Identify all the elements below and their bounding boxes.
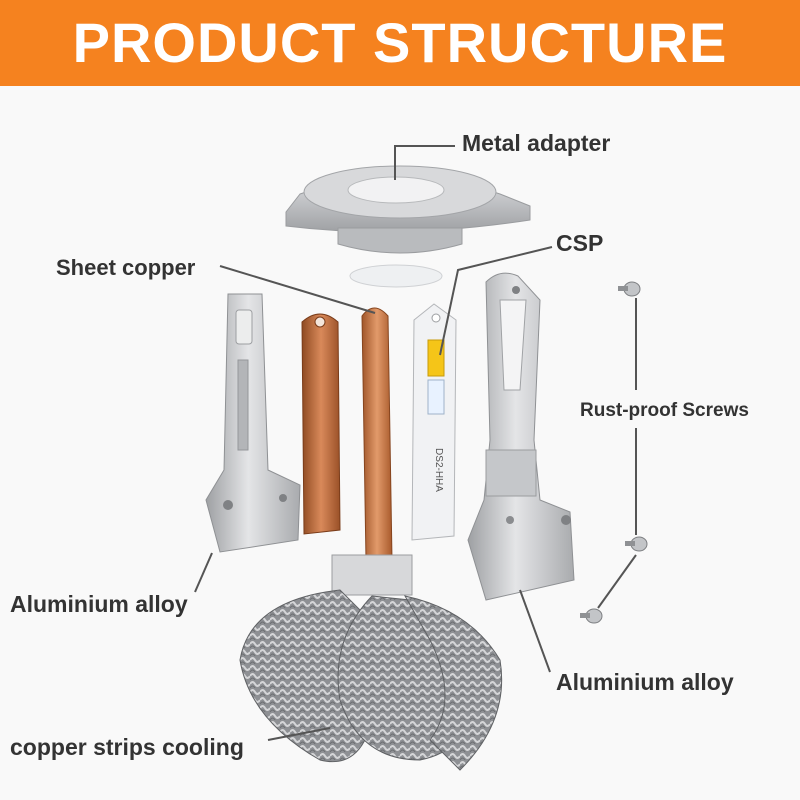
label-sheet-copper: Sheet copper (56, 255, 196, 280)
aluminium-housing-right (467, 272, 575, 601)
label-rust-proof-screws: Rust-proof Screws (580, 400, 749, 421)
header-banner: PRODUCT STRUCTURE (0, 0, 800, 86)
label-metal-adapter: Metal adapter (462, 130, 611, 156)
aluminium-housing-left (205, 293, 301, 553)
label-aluminium-alloy-right: Aluminium alloy (556, 669, 734, 695)
pcb-marking: DS2-HHA (433, 448, 444, 492)
label-csp: CSP (556, 230, 604, 256)
csp-chip-board: DS2-HHA (411, 303, 457, 541)
metal-adapter-part (285, 165, 531, 254)
screw-icon (580, 281, 648, 624)
label-aluminium-alloy-left: Aluminium alloy (10, 591, 188, 617)
page-title: PRODUCT STRUCTURE (72, 11, 728, 74)
diffuser-disc (349, 264, 443, 288)
label-copper-strips-cooling: copper strips cooling (10, 734, 244, 760)
braided-copper-strips (239, 554, 503, 771)
leader-lines (194, 145, 637, 741)
copper-sheet-part (301, 307, 393, 561)
